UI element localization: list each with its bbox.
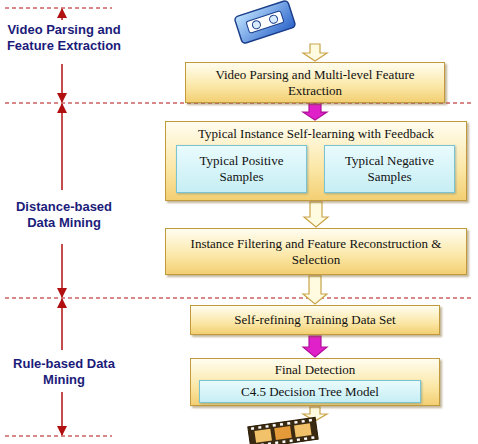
- node-text: Typical Negative Samples: [331, 153, 448, 184]
- node-text: C4.5 Decision Tree Model: [241, 384, 379, 400]
- film-strip-icon: [248, 417, 318, 444]
- flow-arrow: [303, 336, 327, 357]
- section-label: Rule-based Data Mining: [4, 356, 124, 389]
- node-text: Typical Positive Samples: [183, 153, 300, 184]
- flow-arrow: [304, 202, 328, 227]
- node-text: Final Detection: [275, 362, 356, 378]
- video-tape-icon: [234, 0, 296, 44]
- process-box: Self-refining Training Data Set: [190, 305, 440, 335]
- input-arrow: [303, 44, 327, 61]
- process-box: Final DetectionC4.5 Decision Tree Model: [190, 358, 440, 406]
- sample-box: Typical Positive Samples: [176, 145, 307, 193]
- sample-box: Typical Negative Samples: [324, 145, 455, 193]
- node-text: Video Parsing and Multi-level Feature Ex…: [192, 67, 438, 98]
- node-text: Typical Instance Self-learning with Feed…: [198, 126, 434, 142]
- section-label: Video Parsing and Feature Extraction: [4, 22, 124, 55]
- process-box: Typical Instance Self-learning with Feed…: [165, 121, 467, 201]
- flow-arrow: [303, 276, 327, 304]
- section-label: Distance-based Data Mining: [4, 199, 124, 232]
- process-box: Video Parsing and Multi-level Feature Ex…: [185, 62, 445, 103]
- node-text: Self-refining Training Data Set: [234, 312, 395, 328]
- section-divider: [5, 8, 472, 436]
- node-text: Instance Filtering and Feature Reconstru…: [174, 236, 458, 267]
- flow-arrow: [303, 104, 327, 120]
- model-box: C4.5 Decision Tree Model: [199, 380, 421, 403]
- process-box: Instance Filtering and Feature Reconstru…: [165, 228, 467, 275]
